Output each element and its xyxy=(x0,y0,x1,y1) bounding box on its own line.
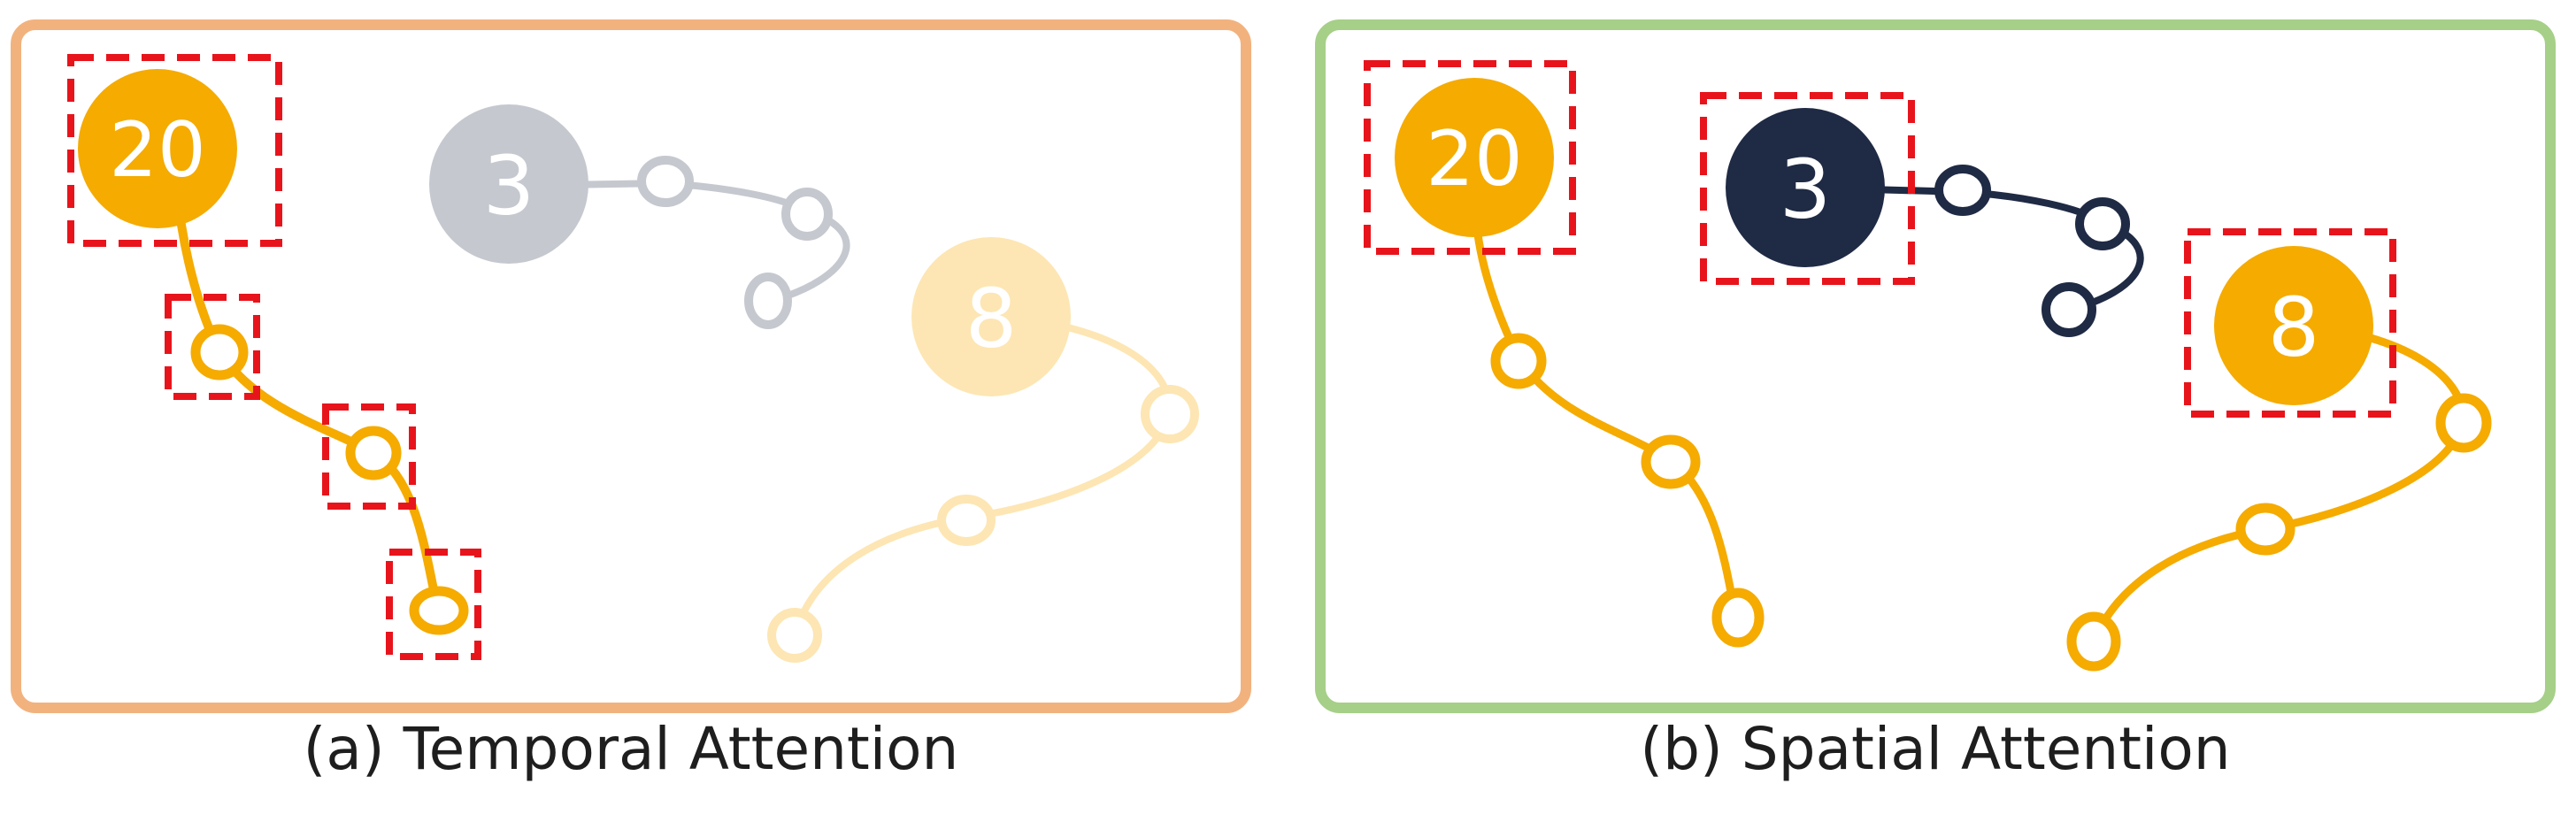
agent-20-trajectory xyxy=(1470,158,1765,648)
agent-8-node xyxy=(911,237,1071,396)
agent-3-label: 3 xyxy=(483,139,535,234)
agent-8-trajectory xyxy=(2066,321,2492,672)
highlight-box xyxy=(2184,228,2396,418)
agent-3-waypoint xyxy=(637,156,694,207)
agent-8-path xyxy=(791,313,1173,637)
agent-8-waypoint xyxy=(937,495,996,546)
agent-3-waypoint xyxy=(1934,165,1991,216)
agent-20-waypoint xyxy=(1490,333,1547,389)
agent-8-path xyxy=(2089,321,2467,643)
highlight-box xyxy=(386,549,481,660)
agent-8-label: 8 xyxy=(2268,280,2320,375)
agent-8-waypoint xyxy=(2235,503,2295,556)
agent-3-waypoint xyxy=(781,188,833,241)
agent-20-path xyxy=(1470,158,1741,620)
spatial-attention-panel: 20 3 8 xyxy=(1315,19,2556,713)
spatial-highlight-boxes xyxy=(1364,60,2396,418)
agent-8-waypoint xyxy=(767,608,822,663)
agent-8-waypoint xyxy=(1141,385,1199,443)
agent-20-waypoint xyxy=(345,426,402,480)
agent-20-waypoint xyxy=(190,324,249,380)
highlight-box xyxy=(1364,60,1576,255)
agent-3-waypoint xyxy=(2075,197,2130,250)
temporal-panel-frame xyxy=(11,19,1251,713)
agent-3-waypoint xyxy=(2042,282,2096,337)
agent-8-waypoint xyxy=(2066,611,2121,672)
agent-8-waypoint xyxy=(2435,393,2492,453)
highlight-box xyxy=(165,294,260,400)
highlight-box xyxy=(67,54,282,247)
temporal-highlight-boxes xyxy=(67,54,481,660)
highlight-box xyxy=(322,403,416,510)
agent-3-trajectory xyxy=(1804,165,2144,337)
highlight-box xyxy=(1700,92,1915,285)
agent-8-trajectory xyxy=(767,313,1199,663)
agent-20-waypoint xyxy=(409,586,469,635)
temporal-attention-caption: (a) Temporal Attention xyxy=(303,715,959,783)
spatial-attention-caption: (b) Spatial Attention xyxy=(1640,715,2231,783)
agent-8-label: 8 xyxy=(965,272,1018,366)
agent-20-label: 20 xyxy=(109,106,205,195)
agent-8-node xyxy=(2214,246,2373,405)
agent-3-trajectory xyxy=(508,156,850,329)
agent-3-node xyxy=(429,104,588,264)
agent-20-label: 20 xyxy=(1426,115,1522,204)
spatial-panel-frame xyxy=(1315,19,2556,713)
agent-3-node xyxy=(1726,108,1885,267)
agent-20-waypoint xyxy=(1641,434,1701,489)
agent-20-path xyxy=(170,150,442,609)
agent-20-node xyxy=(78,69,237,228)
agent-20-node xyxy=(1395,78,1554,237)
agent-3-waypoint xyxy=(744,273,792,329)
agent-20-trajectory xyxy=(170,150,469,635)
agent-3-label: 3 xyxy=(1780,142,1832,237)
temporal-attention-panel: 3 8 20 xyxy=(11,19,1251,713)
agent-20-waypoint xyxy=(1711,588,1765,648)
